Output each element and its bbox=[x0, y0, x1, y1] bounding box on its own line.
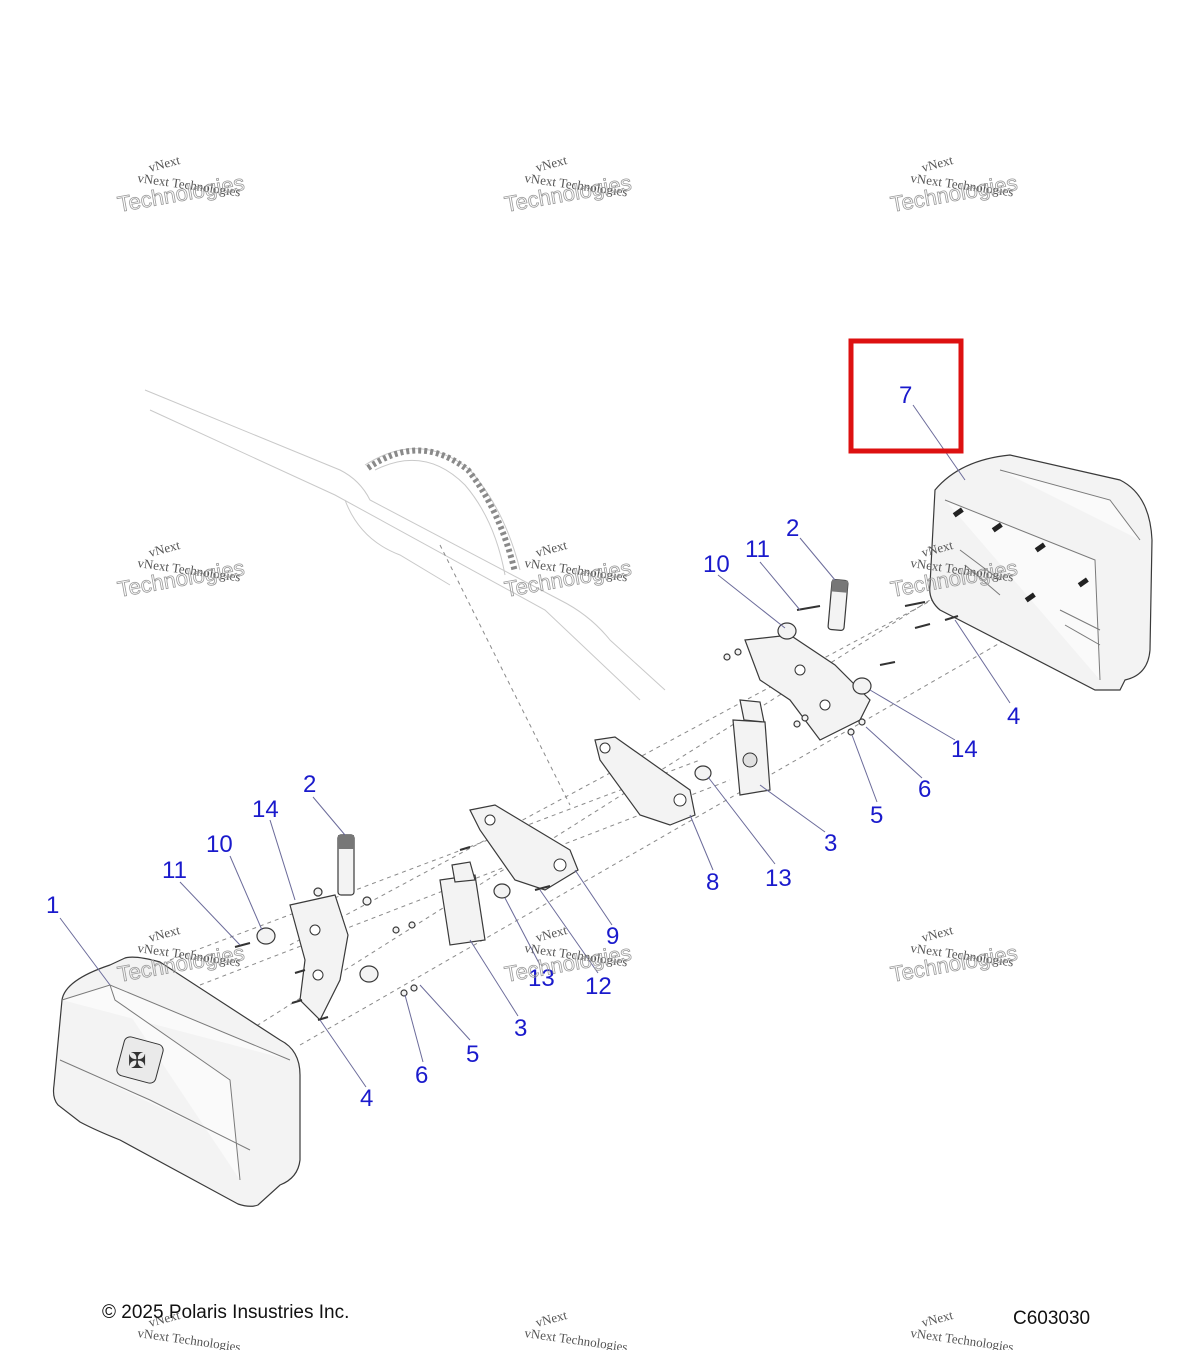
watermark-line1: vNext Technologies bbox=[524, 1325, 629, 1350]
figure-id: C603030 bbox=[1013, 1308, 1091, 1329]
watermark: vNext vNext Technologies Technologies bbox=[502, 152, 634, 217]
watermark-line1: vNext Technologies bbox=[910, 1325, 1015, 1350]
latch-right bbox=[732, 699, 771, 796]
highlight-box bbox=[848, 338, 964, 454]
callout-12: 12 bbox=[585, 973, 612, 1000]
callout-2-right: 2 bbox=[786, 515, 799, 542]
watermark: vNext vNext Technologies bbox=[524, 1307, 629, 1350]
strap-right bbox=[827, 579, 849, 631]
watermark: vNext vNext Technologies Technologies bbox=[888, 922, 1020, 987]
callout-6-left: 6 bbox=[415, 1062, 428, 1089]
callout-5-right: 5 bbox=[870, 802, 883, 829]
watermark: vNext vNext Technologies Technologies bbox=[115, 152, 247, 217]
strap-left bbox=[337, 834, 355, 896]
callout-2-left: 2 bbox=[303, 771, 316, 798]
center-bracket-8 bbox=[594, 736, 696, 826]
watermark: vNext vNext Technologies bbox=[910, 1307, 1015, 1350]
watermark: vNext vNext Technologies Technologies bbox=[888, 152, 1020, 217]
ghost-frame bbox=[144, 389, 666, 701]
copyright-text: © 2025 Polaris Insustries Inc. bbox=[102, 1302, 350, 1323]
mount-plate-left bbox=[289, 894, 349, 1022]
watermark: vNext vNext Technologies Technologies bbox=[115, 537, 247, 602]
callout-9: 9 bbox=[606, 923, 619, 950]
saddlebag-right bbox=[929, 454, 1153, 691]
watermark-line1: vNext Technologies bbox=[137, 1325, 242, 1350]
callout-6-right: 6 bbox=[918, 776, 931, 803]
center-bracket-9 bbox=[469, 804, 579, 891]
svg-text:✠: ✠ bbox=[128, 1049, 146, 1074]
callout-14-right: 14 bbox=[951, 736, 978, 763]
callouts: 1 11 10 14 2 4 6 5 3 13 12 9 8 13 3 5 6 … bbox=[46, 382, 1020, 1112]
callout-13-left: 13 bbox=[528, 965, 555, 992]
callout-1: 1 bbox=[46, 892, 59, 919]
callout-8: 8 bbox=[706, 869, 719, 896]
callout-3-right: 3 bbox=[824, 830, 837, 857]
callout-13-right: 13 bbox=[765, 865, 792, 892]
callout-14-left: 14 bbox=[252, 796, 279, 823]
watermark: vNext vNext Technologies Technologies bbox=[502, 537, 634, 602]
callout-4-right: 4 bbox=[1007, 703, 1020, 730]
callout-11-right: 11 bbox=[745, 536, 770, 563]
latch-left bbox=[439, 861, 486, 946]
callout-3-left: 3 bbox=[514, 1015, 527, 1042]
callout-7: 7 bbox=[899, 382, 912, 409]
callout-10-left: 10 bbox=[206, 831, 233, 858]
callout-5-left: 5 bbox=[466, 1041, 479, 1068]
callout-4-left: 4 bbox=[360, 1085, 373, 1112]
callout-11-left: 11 bbox=[162, 857, 187, 884]
saddlebag-left: ✠ bbox=[52, 956, 301, 1207]
leader-lines bbox=[59, 404, 1011, 1088]
callout-10-right: 10 bbox=[703, 551, 730, 578]
hardware bbox=[234, 601, 959, 1021]
